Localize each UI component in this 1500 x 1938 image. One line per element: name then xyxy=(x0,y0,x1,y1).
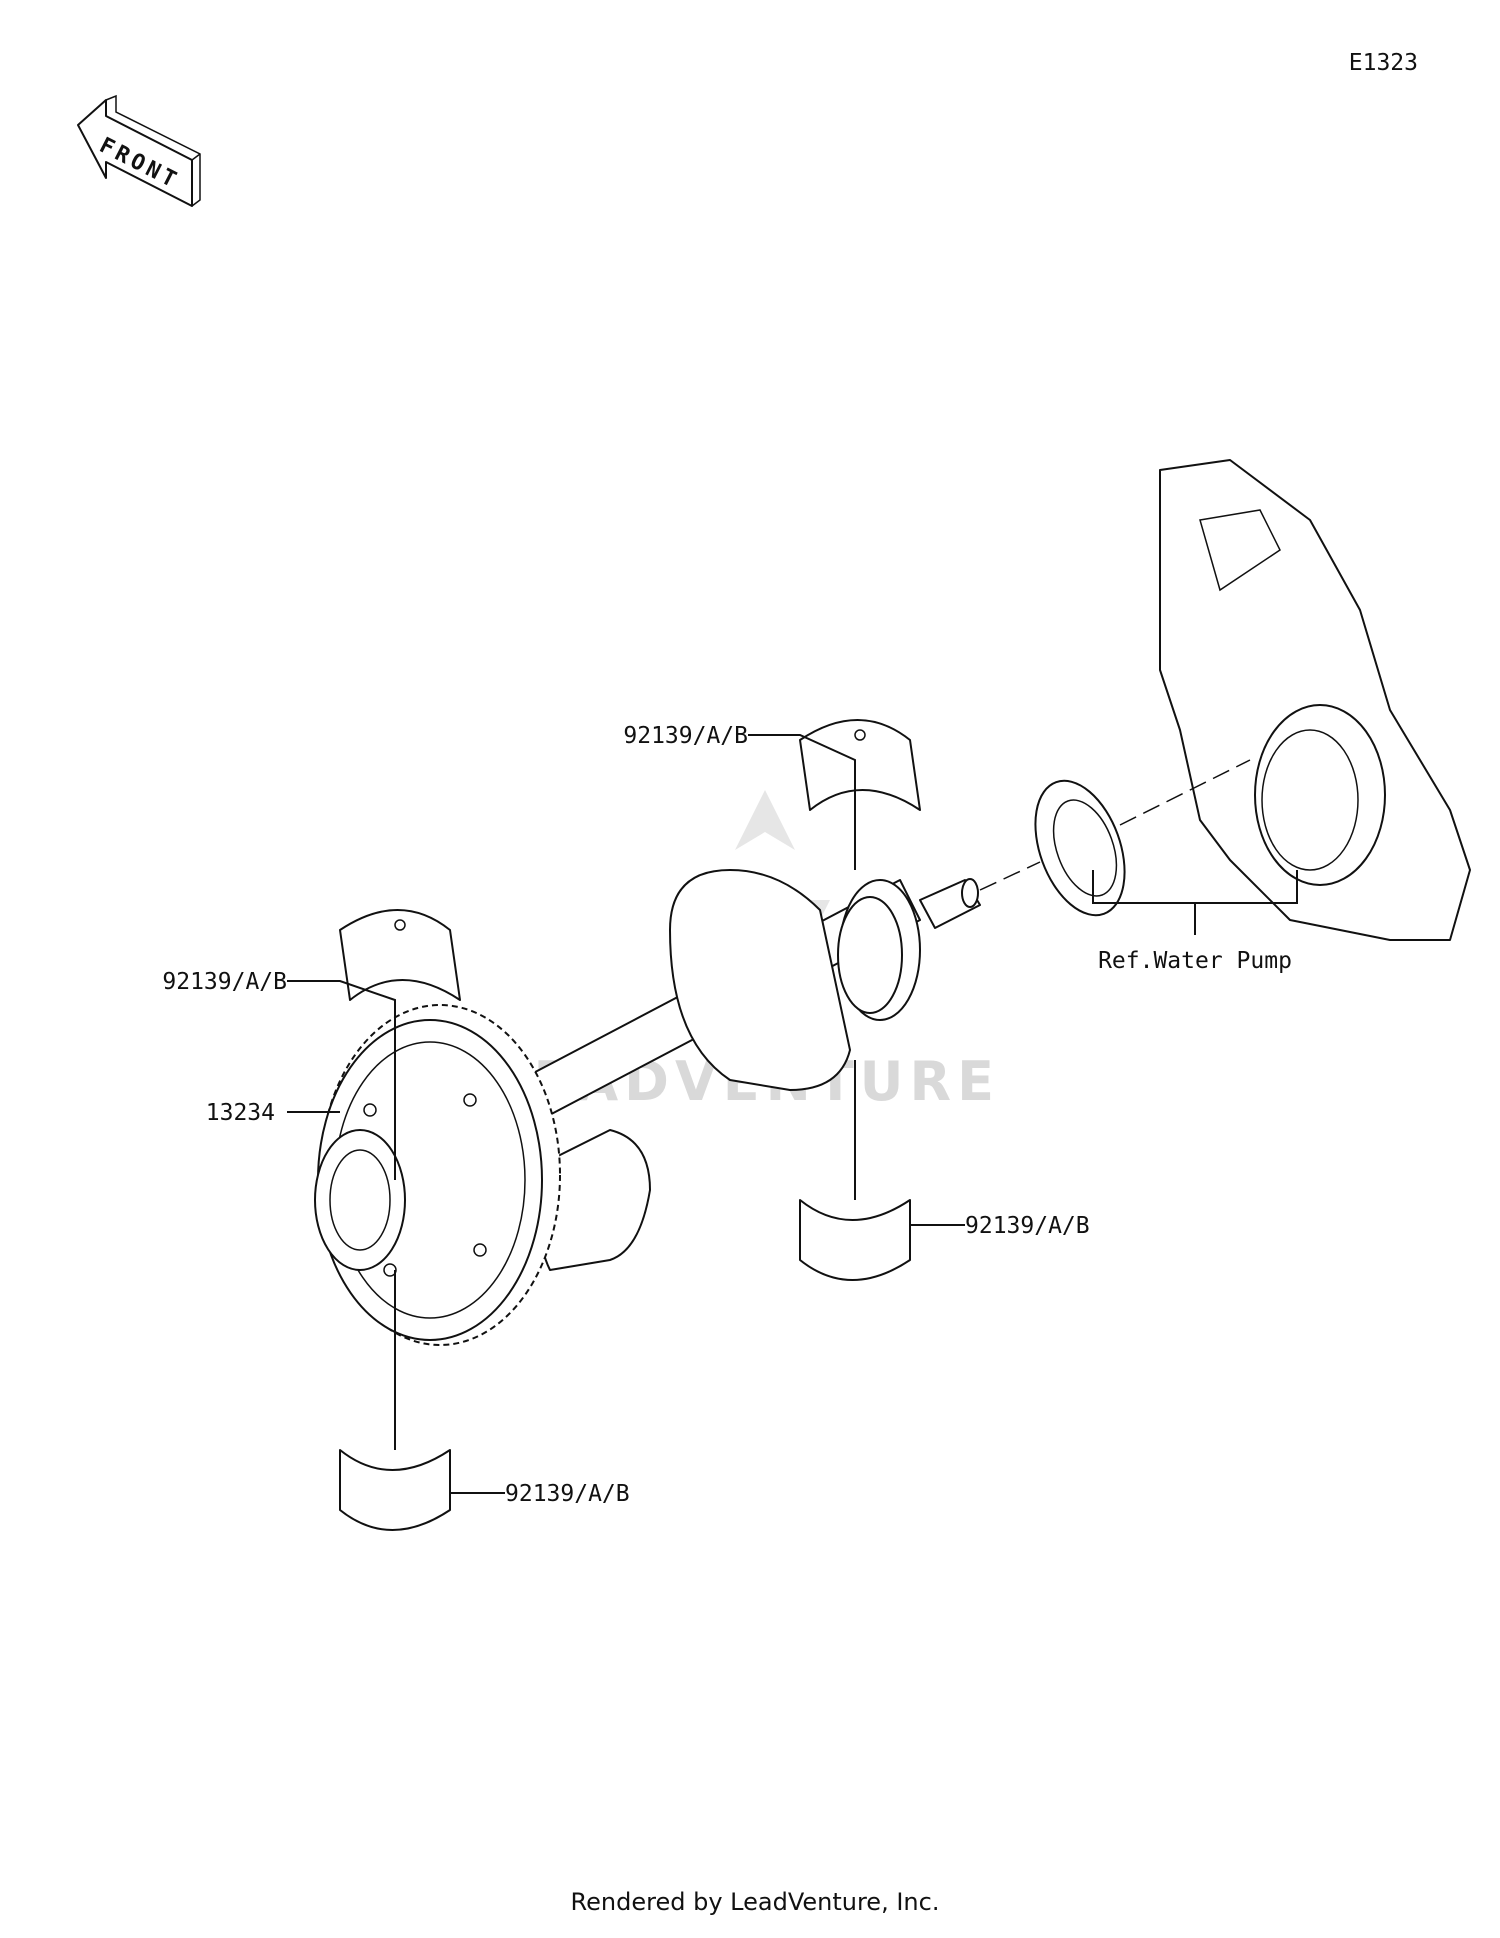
front-arrow-icon: FRONT xyxy=(77,94,201,207)
balancer-shaft xyxy=(519,869,981,1271)
callout-bearing-upper-left: 92139/A/B xyxy=(162,969,287,995)
callout-bearing-lower-left: 92139/A/B xyxy=(505,1481,630,1507)
oil-seal xyxy=(1034,779,1126,917)
diagram-code: E1323 xyxy=(1349,50,1418,76)
callout-bearing-upper-right: 92139/A/B xyxy=(623,723,748,749)
bearing-shell-lower-right xyxy=(799,1199,911,1281)
callout-bearing-lower-right: 92139/A/B xyxy=(965,1213,1090,1239)
bearing-shell-lower-left xyxy=(339,1449,451,1531)
bearing-shell-upper-left xyxy=(339,909,461,1001)
water-pump-cover xyxy=(1159,459,1471,941)
gear-13234 xyxy=(314,1004,561,1346)
footer-credit: Rendered by LeadVenture, Inc. xyxy=(571,1888,940,1916)
bearing-shell-upper-right xyxy=(799,719,921,811)
callout-gear: 13234 xyxy=(206,1100,275,1126)
callout-reference: Ref.Water Pump xyxy=(1098,948,1292,974)
